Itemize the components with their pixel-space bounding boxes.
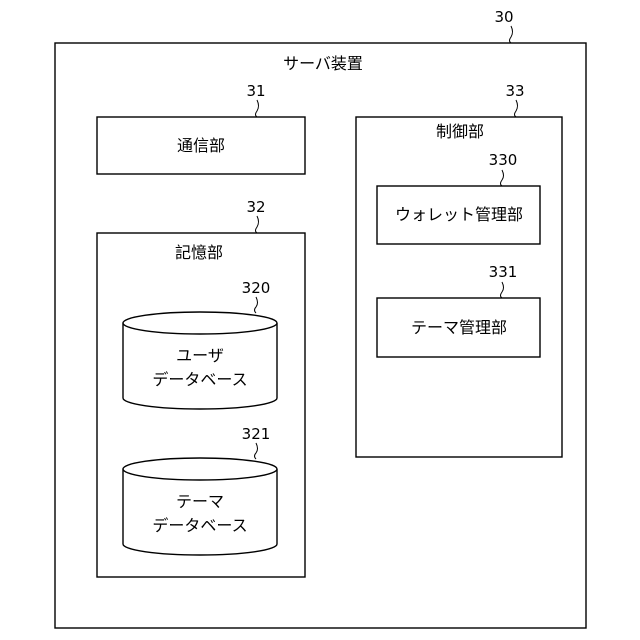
- control-unit-ref-number: 33: [505, 82, 524, 100]
- control-unit-label: 制御部: [436, 122, 484, 141]
- wallet-manager-label: ウォレット管理部: [395, 205, 523, 224]
- server-ref-number: 30: [494, 8, 513, 26]
- storage-unit-label: 記憶部: [175, 243, 223, 262]
- theme-database-label-line1: テーマ: [176, 492, 224, 511]
- theme-manager-label: テーマ管理部: [411, 318, 507, 337]
- server-ref-leader: [510, 26, 513, 43]
- theme-database-ref-number: 321: [242, 425, 271, 443]
- server-title: サーバ装置: [283, 54, 363, 73]
- storage-unit-ref-number: 32: [246, 198, 265, 216]
- communication-unit-ref-number: 31: [246, 82, 265, 100]
- communication-unit-label: 通信部: [177, 136, 225, 155]
- wallet-manager-ref-number: 330: [489, 151, 518, 169]
- user-database-ref-number: 320: [242, 279, 271, 297]
- user-database-label-line1: ユーザ: [176, 346, 224, 365]
- theme-database-label-line2: データベース: [152, 516, 247, 535]
- user-database-label-line2: データベース: [152, 370, 247, 389]
- control-unit-box: [356, 117, 562, 457]
- theme-manager-ref-number: 331: [489, 263, 518, 281]
